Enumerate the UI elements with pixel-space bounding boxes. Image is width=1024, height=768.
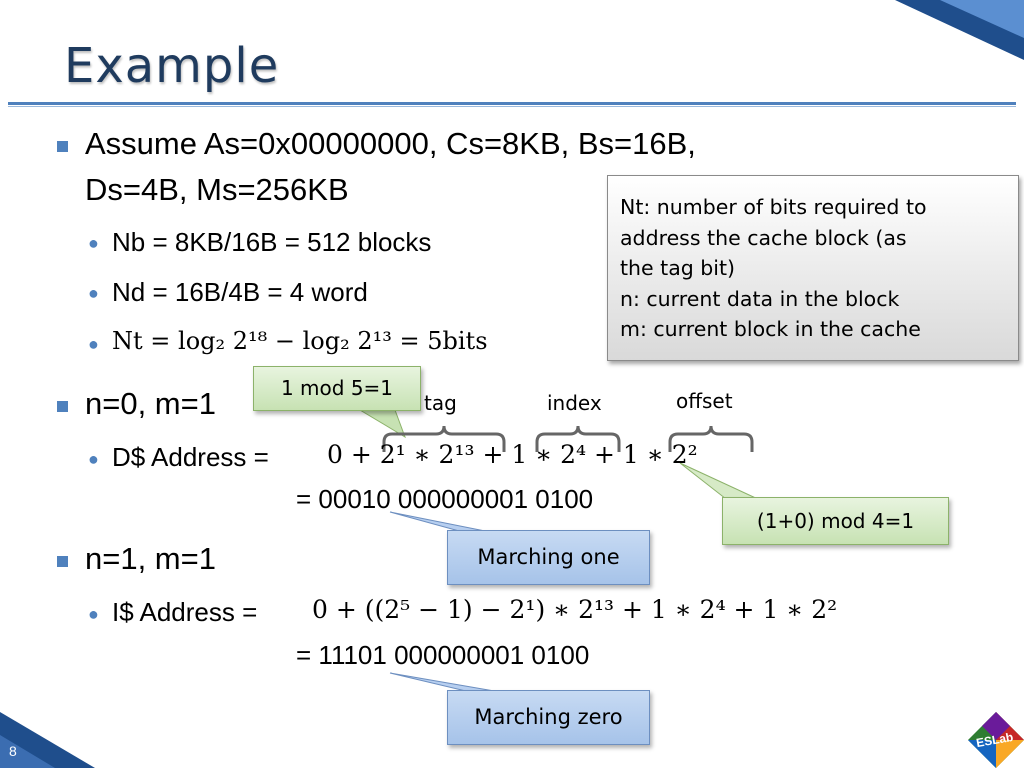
note-line: n: current data in the block xyxy=(620,286,900,311)
top-right-corner-highlight xyxy=(940,0,1024,38)
i-address-expression: 0 + ((2⁵ − 1) − 2¹) ∗ 2¹³ + 1 ∗ 2⁴ + 1 ∗… xyxy=(312,595,838,624)
index-brace xyxy=(535,425,621,452)
bullet-n1-m1: n=1, m=1 xyxy=(85,541,216,576)
sub-bullet-dot: ● xyxy=(88,233,99,253)
bullet-square xyxy=(57,401,68,412)
d-address-label: D$ Address = xyxy=(112,442,269,472)
marching-one-callout: Marching one xyxy=(447,530,650,585)
bullet-square xyxy=(57,556,68,567)
tag-brace xyxy=(382,425,506,452)
note-line: address the cache block (as xyxy=(620,225,907,250)
nt-formula: Nt = log₂ 2¹⁸ − log₂ 2¹³ = 5bits xyxy=(112,327,488,355)
slide-title: Example xyxy=(64,38,280,94)
bullet-assume-line2: Ds=4B, Ms=256KB xyxy=(85,172,349,207)
tag-label: tag xyxy=(424,391,457,415)
d-address-binary: = 00010 000000001 0100 xyxy=(296,484,594,514)
offset-brace xyxy=(668,425,754,452)
nd-line: Nd = 16B/4B = 4 word xyxy=(112,277,368,307)
definition-note-box: Nt: number of bits required to address t… xyxy=(607,175,1019,361)
bullet-n0-m1: n=0, m=1 xyxy=(85,386,216,421)
i-address-binary: = 11101 000000001 0100 xyxy=(296,640,590,670)
sub-bullet-dot: ● xyxy=(88,334,99,354)
note-line: Nt: number of bits required to xyxy=(620,195,927,219)
bullet-assume-line1: Assume As=0x00000000, Cs=8KB, Bs=16B, xyxy=(85,126,696,161)
sub-bullet-dot: ● xyxy=(88,283,99,303)
sub-bullet-dot: ● xyxy=(88,604,99,624)
title-underline-light xyxy=(8,106,1016,107)
page-number: 8 xyxy=(9,743,17,759)
marching-zero-callout: Marching zero xyxy=(447,690,650,745)
d-address-expression: 0 + 2¹ ∗ 2¹³ + 1 ∗ 2⁴ + 1 ∗ 2² xyxy=(327,440,698,469)
bottom-left-corner-highlight xyxy=(0,735,55,768)
note-line: m: current block in the cache xyxy=(620,317,921,341)
index-label: index xyxy=(547,391,602,415)
mod4-callout: (1+0) mod 4=1 xyxy=(722,497,949,545)
bullet-square xyxy=(57,141,68,152)
nb-line: Nb = 8KB/16B = 512 blocks xyxy=(112,227,432,257)
i-address-label: I$ Address = xyxy=(112,597,258,627)
note-line: the tag bit) xyxy=(620,256,736,280)
title-underline xyxy=(8,102,1016,105)
eslab-logo xyxy=(968,712,1024,768)
sub-bullet-dot: ● xyxy=(88,449,99,469)
offset-label: offset xyxy=(676,389,733,413)
mod5-callout: 1 mod 5=1 xyxy=(253,366,421,411)
